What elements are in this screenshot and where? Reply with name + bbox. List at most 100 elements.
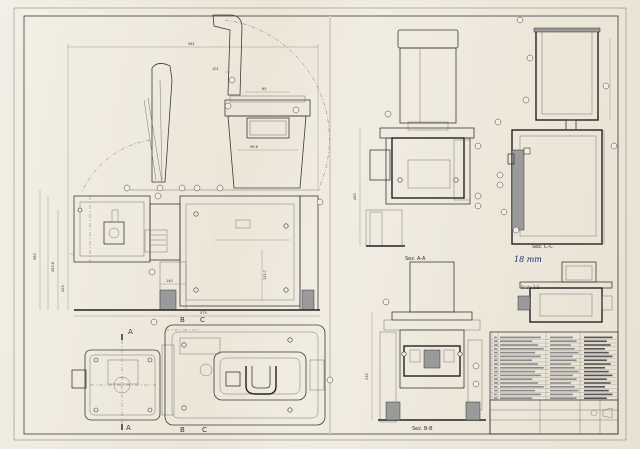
plan-view: A A B B C C: [71, 316, 334, 434]
parts-row-text-texture: [494, 340, 498, 342]
parts-row-text-texture: [550, 382, 571, 384]
parts-row-text-texture: [500, 367, 544, 369]
parts-row-text-texture: [584, 397, 607, 399]
parts-row-text-texture: [500, 382, 538, 384]
dim-bottom-small: 140: [166, 279, 173, 283]
dim-left-inner: 450.8: [51, 262, 55, 272]
parts-row-text-texture: [550, 355, 573, 358]
projection-symbol: [590, 409, 598, 417]
parts-row-text-texture: [584, 359, 607, 361]
scale-detail-view: Scala 1:2: [517, 261, 613, 323]
parts-row-text-texture: [584, 363, 611, 365]
parts-row-text-texture: [494, 344, 498, 346]
parts-row-text-texture: [584, 378, 607, 380]
parts-row-text-texture: [584, 336, 613, 339]
section-bb-view: 235 Sez. B-B: [365, 261, 486, 432]
parts-row-text-texture: [550, 351, 579, 354]
title-block: [489, 331, 619, 435]
cut-letter-b-top: B: [180, 316, 185, 324]
cut-letter-c-top: C: [200, 316, 205, 324]
parts-row-text-texture: [584, 382, 611, 384]
parts-row-text-texture: [494, 397, 498, 399]
cut-letter-a-top: A: [128, 328, 133, 336]
parts-row-text-texture: [500, 351, 536, 354]
parts-row-text-texture: [550, 374, 573, 377]
parts-row-text-texture: [550, 393, 573, 396]
dim-inner-width: 99.6: [250, 145, 258, 149]
dim-left-height: 580: [33, 253, 37, 260]
parts-row-text-texture: [494, 393, 497, 396]
parts-row-text-texture: [550, 389, 579, 392]
cut-letter-c-bottom: C: [202, 426, 207, 434]
parts-row-text-texture: [584, 355, 613, 358]
dim-top-overall: 561: [188, 42, 195, 46]
parts-row-text-texture: [550, 348, 575, 350]
parts-row-text-texture: [584, 386, 605, 388]
dim-cup-width: 65: [262, 87, 266, 91]
parts-row-text-texture: [550, 340, 577, 342]
parts-row-text-texture: [500, 340, 533, 342]
cut-letter-a-bottom: A: [126, 424, 131, 432]
parts-row-text-texture: [550, 367, 575, 369]
parts-list-rows: [490, 332, 618, 401]
parts-row-text-texture: [500, 344, 538, 346]
parts-row-text-texture: [494, 389, 498, 392]
dim-left-mid: 420: [61, 285, 65, 292]
parts-row-text-texture: [584, 348, 605, 350]
parts-row-text-texture: [584, 389, 609, 392]
parts-row-text-texture: [500, 397, 533, 399]
parts-row-text-texture: [550, 397, 577, 399]
parts-row-text-texture: [494, 351, 498, 354]
parts-row-text-texture: [550, 336, 573, 339]
parts-row-text-texture: [500, 355, 541, 358]
parts-row-text-texture: [494, 359, 498, 361]
parts-row-text-texture: [584, 344, 611, 346]
parts-row-text-texture: [550, 386, 575, 388]
parts-row-text-texture: [584, 393, 613, 396]
parts-row-text-texture: [500, 386, 544, 388]
parts-row-text-texture: [500, 336, 541, 339]
parts-row-text-texture: [500, 370, 536, 373]
dim-side-height: 115.7: [263, 270, 267, 280]
label-section-aa: Sez. A-A: [405, 256, 426, 262]
parts-row-text-texture: [584, 374, 613, 377]
parts-row-text-texture: [494, 386, 498, 388]
title-box: [489, 399, 619, 435]
parts-row-text-texture: [550, 363, 571, 365]
parts-row-text-texture: [500, 393, 541, 396]
cut-letter-b-bottom: B: [180, 426, 185, 434]
parts-row-text-texture: [500, 348, 544, 350]
parts-row-text-texture: [500, 363, 538, 365]
parts-row-text-texture: [550, 378, 577, 380]
sheet-inner-border: [23, 15, 619, 435]
sheet-outer-border: [13, 7, 627, 441]
main-side-view: 561 580 450.8 420 99.6 65 101: [33, 14, 330, 317]
parts-row-text-texture: [584, 367, 605, 369]
dim-top-small: 101: [212, 67, 219, 71]
parts-row-text-texture: [494, 367, 498, 369]
parts-row-text-texture: [550, 359, 577, 361]
parts-row-text-texture: [494, 348, 498, 350]
parts-row-text-texture: [494, 374, 497, 377]
parts-row-text-texture: [494, 355, 497, 358]
parts-row-text-texture: [494, 378, 498, 380]
section-aa-view: 460 Sez. A-A: [353, 29, 482, 262]
parts-row-text-texture: [500, 359, 533, 361]
parts-row-text-texture: [550, 344, 571, 346]
parts-row-text-texture: [500, 389, 536, 392]
label-scale: Scala 1:2: [521, 285, 540, 290]
parts-row-text-texture: [494, 382, 498, 384]
parts-row-text-texture: [500, 374, 541, 377]
parts-row-text-texture: [584, 351, 609, 354]
parts-row-text-texture: [500, 378, 533, 380]
parts-row-text-texture: [494, 363, 498, 365]
label-section-cc: Sez. C-C: [532, 244, 553, 250]
parts-row-text-texture: [494, 370, 498, 373]
parts-row-text-texture: [494, 336, 497, 339]
parts-row-text-texture: [550, 370, 579, 373]
handwritten-note: 18 mm: [514, 255, 542, 264]
parts-row-text-texture: [584, 340, 607, 342]
dim-bottom-length: 575: [200, 311, 207, 315]
